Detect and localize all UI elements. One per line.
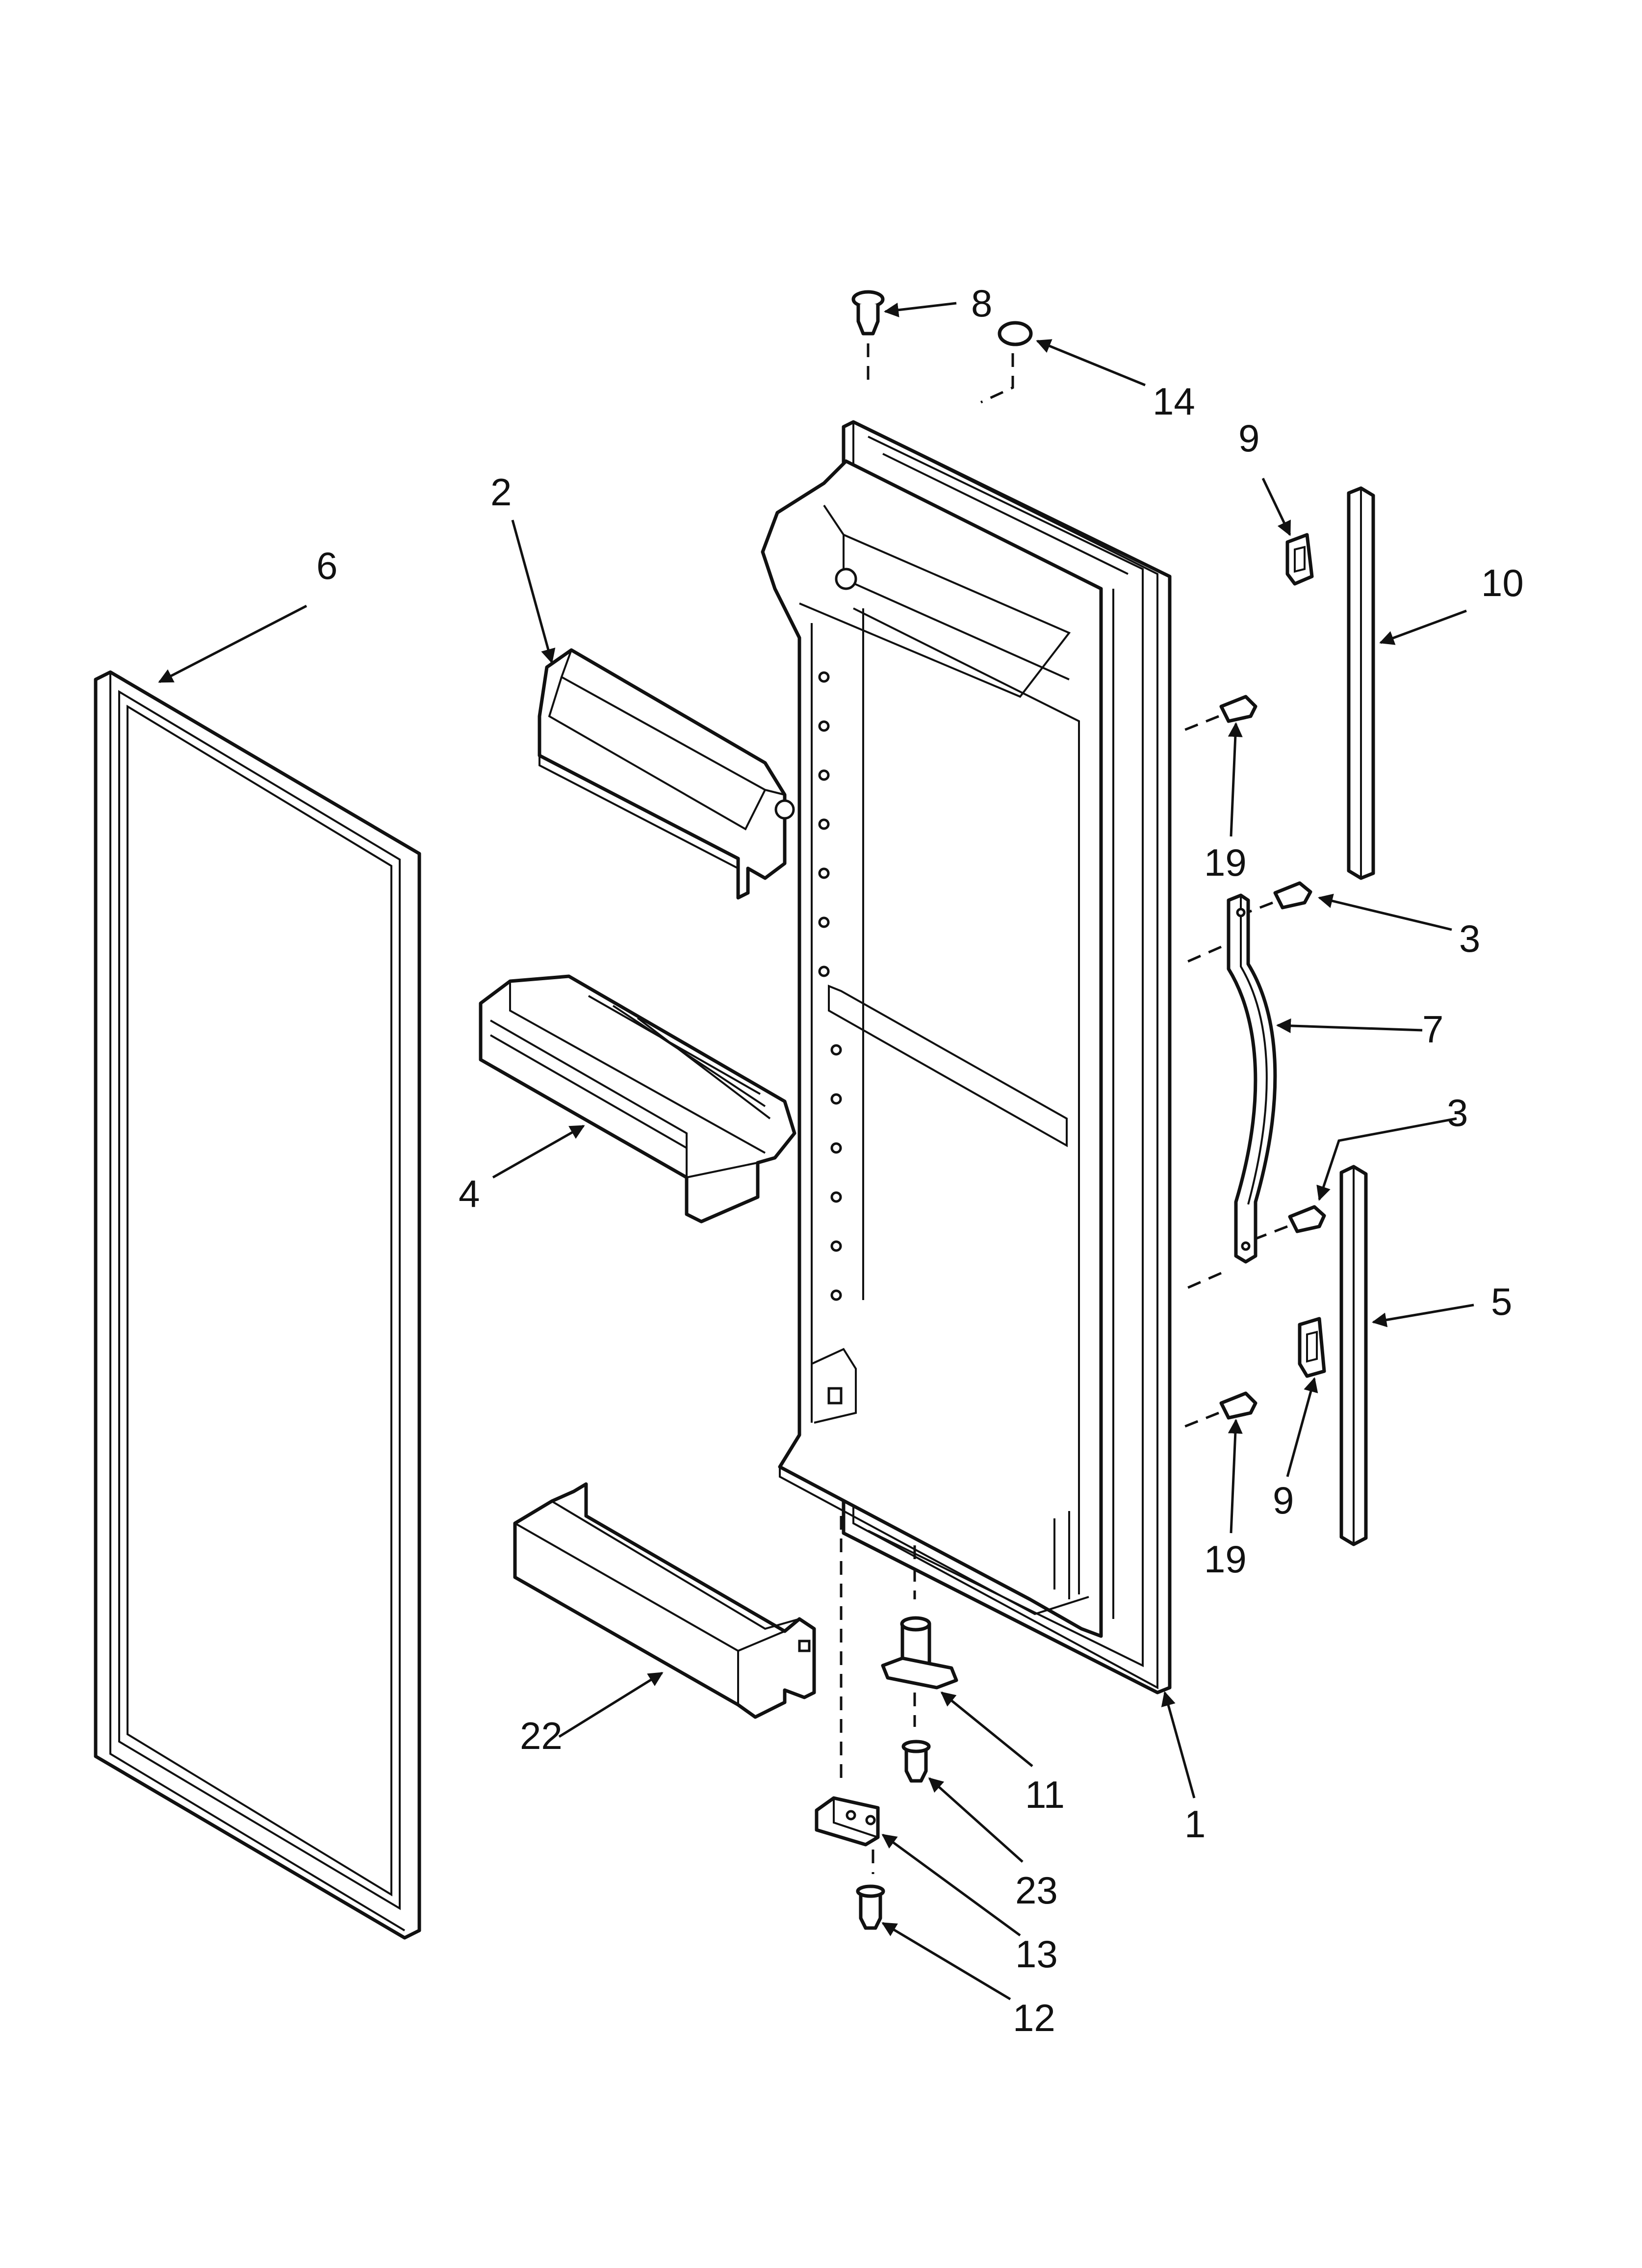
- leader-7: [1276, 1018, 1423, 1033]
- bottom-hinge-pin-part: [881, 1545, 958, 1727]
- hinge-plug-part: [980, 321, 1033, 404]
- lower-trim-screw-part: [1181, 1391, 1257, 1429]
- leader-13: [881, 1833, 1021, 1937]
- lower-handle-screw-part: [1255, 1205, 1326, 1240]
- callout-23: 23: [1015, 1869, 1058, 1912]
- leader-9b: [1286, 1377, 1318, 1477]
- hinge-bracket-part: [815, 1516, 880, 1874]
- callout-3b: 3: [1447, 1091, 1468, 1134]
- door-assembly-part: [761, 420, 1172, 1694]
- leader-22: [558, 1671, 664, 1738]
- callout-19b: 19: [1204, 1538, 1247, 1581]
- callout-12: 12: [1013, 1996, 1055, 2039]
- door-gasket-part: [94, 670, 421, 1940]
- callout-13: 13: [1015, 1932, 1058, 1976]
- callout-11: 11: [1025, 1773, 1065, 1816]
- door-handle-part: [1227, 893, 1277, 1264]
- top-door-bin-part: [538, 648, 795, 900]
- callout-22: 22: [520, 1714, 563, 1757]
- callout-7: 7: [1422, 1008, 1443, 1051]
- leader-23: [928, 1777, 1024, 1863]
- leader-4: [492, 1124, 585, 1179]
- upper-trim-strip-part: [1347, 486, 1375, 880]
- leader-8: [884, 302, 957, 317]
- callout-9a: 9: [1238, 417, 1259, 460]
- callout-14: 14: [1153, 380, 1195, 423]
- bracket-screw-part: [856, 1884, 885, 1930]
- callout-2: 2: [490, 470, 512, 514]
- callout-5: 5: [1491, 1280, 1512, 1323]
- callout-8: 8: [971, 282, 992, 325]
- hinge-screw-part: [901, 1740, 931, 1783]
- leader-1: [1161, 1691, 1196, 1799]
- leader-6: [158, 604, 308, 683]
- leader-11: [940, 1692, 1033, 1767]
- leader-2: [511, 520, 556, 664]
- handle-axis-line-lower: [1181, 1272, 1222, 1292]
- callout-9b: 9: [1273, 1479, 1294, 1522]
- leader-9a: [1261, 477, 1291, 536]
- callout-19a: 19: [1204, 841, 1247, 884]
- upper-trim-screw-part: [1181, 695, 1257, 732]
- callout-4: 4: [459, 1172, 480, 1215]
- leader-3b: [1316, 1117, 1457, 1201]
- bin-pivot-knob: [774, 799, 795, 820]
- callout-labels: 8 14 9 2 6 10 19 3 7 3 4 5 9 19 22 11 1 …: [316, 282, 1524, 2039]
- bottom-door-bin-part: [513, 1482, 816, 1719]
- leader-10: [1379, 609, 1467, 645]
- callout-1: 1: [1184, 1802, 1206, 1846]
- leader-3a: [1318, 893, 1452, 931]
- leader-12: [881, 1922, 1011, 2001]
- leader-lines: [158, 302, 1474, 2001]
- shelf-mounting-holes: [818, 671, 842, 1301]
- lower-trim-clip-part: [1298, 1317, 1326, 1378]
- leader-14: [1036, 339, 1146, 387]
- callout-3a: 3: [1459, 917, 1480, 960]
- lower-trim-strip-part: [1339, 1165, 1368, 1546]
- leader-19a: [1228, 722, 1243, 837]
- leader-19b: [1228, 1419, 1243, 1534]
- upper-trim-clip-part: [1285, 533, 1314, 586]
- handle-axis-line-upper: [1181, 945, 1222, 965]
- callout-6: 6: [316, 544, 337, 587]
- leader-5: [1372, 1303, 1474, 1328]
- callout-10: 10: [1481, 561, 1524, 604]
- top-hinge-bushing-part: [851, 290, 885, 383]
- upper-handle-screw-part: [1240, 881, 1312, 916]
- middle-door-bin-part: [479, 974, 796, 1224]
